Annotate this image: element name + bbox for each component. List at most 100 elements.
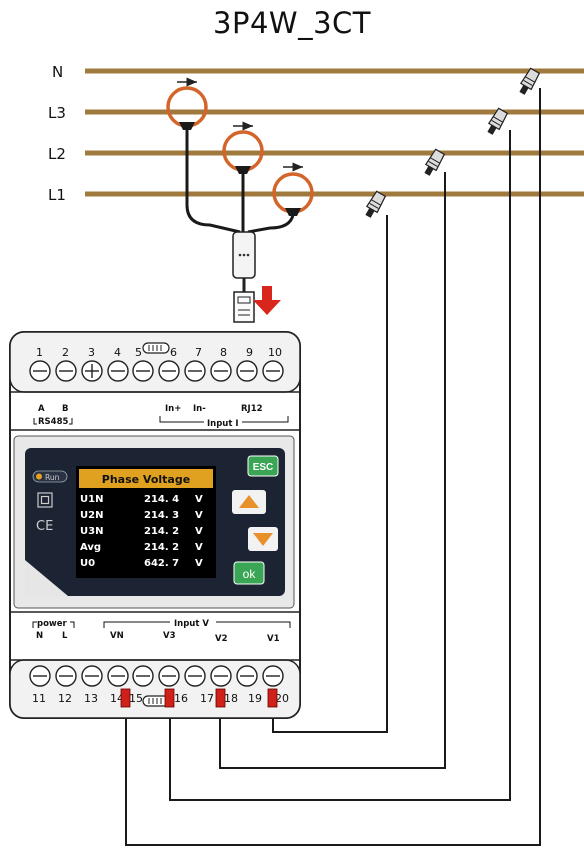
line-label-l2: L2 <box>48 145 66 163</box>
label-power-l: L <box>62 631 68 641</box>
terminal-5-label: 5 <box>135 346 142 359</box>
lcd-screen: Phase Voltage <box>76 466 216 578</box>
reading-value: 214. 2 <box>144 526 179 537</box>
terminal-17-label: 17 <box>200 692 214 705</box>
reading-unit: V <box>195 558 203 569</box>
label-power-n: N <box>36 631 43 641</box>
rs485-bracket-right <box>69 418 73 425</box>
down-button[interactable] <box>248 527 278 551</box>
rj12-connector <box>232 231 256 323</box>
label-v2: V2 <box>215 634 228 644</box>
label-rs485: RS485 <box>38 417 68 427</box>
line-label-n: N <box>52 63 63 81</box>
label-v3: V3 <box>163 631 176 641</box>
clip-l1 <box>365 190 387 218</box>
label-power: power <box>37 619 68 629</box>
voltage-ferrules <box>120 688 278 708</box>
terminal-12-label: 12 <box>58 692 72 705</box>
clip-n <box>519 67 541 95</box>
reading-value: 214. 2 <box>144 542 179 553</box>
reading-name: Avg <box>80 542 101 553</box>
top-terminal-numbers: 1 2 3 4 5 6 7 8 9 10 <box>36 346 282 359</box>
terminal-18-label: 18 <box>224 692 238 705</box>
terminal-13-label: 13 <box>84 692 98 705</box>
ct-wire-l1 <box>247 214 295 234</box>
terminal-3-label: 3 <box>88 346 95 359</box>
reading-unit: V <box>195 526 203 537</box>
terminal-2-label: 2 <box>62 346 69 359</box>
top-terminal-screws <box>29 360 284 382</box>
power-lines: N L3 L2 L1 <box>48 63 584 204</box>
terminal-19-label: 19 <box>248 692 262 705</box>
diagram-title: 3P4W_3CT <box>213 6 371 40</box>
down-triangle-icon <box>253 533 273 546</box>
input-i-bracket-left <box>159 416 204 423</box>
ct-wire-l3 <box>185 130 241 234</box>
terminal-4-label: 4 <box>114 346 121 359</box>
esc-button[interactable]: ESC <box>247 455 279 477</box>
terminal-6-label: 6 <box>170 346 177 359</box>
wire-l2-to-v2 <box>219 172 446 769</box>
terminal-11-label: 11 <box>32 692 46 705</box>
wire-n-to-vn <box>125 88 541 846</box>
voltage-wires <box>125 88 541 846</box>
terminal-10-label: 10 <box>268 346 282 359</box>
run-led-icon <box>32 470 68 483</box>
reading-unit: V <box>195 542 203 553</box>
reading-unit: V <box>195 510 203 521</box>
power-bracket-right <box>70 621 75 628</box>
terminal-8-label: 8 <box>220 346 227 359</box>
svg-text:ESC: ESC <box>253 462 274 473</box>
insert-arrow-icon <box>253 286 281 315</box>
clip-l2 <box>424 148 446 176</box>
reading-value: 642. 7 <box>144 558 179 569</box>
bottom-terminal-screws <box>29 665 284 687</box>
screen-header: Phase Voltage <box>102 473 190 486</box>
reading-name: U0 <box>80 558 95 569</box>
label-in-plus: In+ <box>165 404 181 414</box>
label-vn: VN <box>110 631 124 641</box>
wire-l1-to-v1 <box>272 215 388 733</box>
label-input-i: Input I <box>207 419 239 429</box>
up-button[interactable] <box>232 490 266 514</box>
terminal-7-label: 7 <box>195 346 202 359</box>
ct-l2 <box>222 121 264 174</box>
label-rs485-a: A <box>38 404 45 414</box>
label-input-v: Input V <box>174 619 209 629</box>
reading-name: U3N <box>80 526 103 537</box>
ok-button[interactable]: ok <box>233 561 265 585</box>
input-v-bracket-left <box>103 621 170 628</box>
input-i-bracket-right <box>242 416 289 423</box>
terminal-1-label: 1 <box>36 346 43 359</box>
up-triangle-icon <box>239 495 259 508</box>
terminal-16-label: 16 <box>174 692 188 705</box>
label-in-minus: In- <box>193 404 206 414</box>
clip-l3 <box>487 107 509 135</box>
reading-name: U1N <box>80 494 103 505</box>
terminal-15-label: 15 <box>129 692 143 705</box>
run-label: Run <box>45 473 60 482</box>
reading-unit: V <box>195 494 203 505</box>
line-label-l3: L3 <box>48 104 66 122</box>
svg-text:ok: ok <box>243 567 257 581</box>
label-v1: V1 <box>267 634 280 644</box>
wire-l3-to-v3 <box>169 130 511 801</box>
terminal-9-label: 9 <box>246 346 253 359</box>
line-label-l1: L1 <box>48 186 66 204</box>
reading-value: 214. 4 <box>144 494 179 505</box>
reading-value: 214. 3 <box>144 510 179 521</box>
bottom-terminal-numbers: 11 12 13 14 15 16 17 18 19 20 <box>32 692 289 705</box>
rs485-bracket-left <box>33 418 37 425</box>
terminal-14-label: 14 <box>110 692 124 705</box>
ct-l1 <box>272 162 314 216</box>
label-rs485-b: B <box>62 404 68 414</box>
double-insulation-icon <box>37 492 53 508</box>
input-v-bracket-right <box>216 621 291 628</box>
terminal-20-label: 20 <box>275 692 289 705</box>
label-rj12: RJ12 <box>241 404 263 414</box>
ce-mark: CE <box>36 519 53 534</box>
ct-wires <box>185 130 295 234</box>
power-bracket-left <box>32 621 37 628</box>
ct-l3 <box>166 77 208 130</box>
